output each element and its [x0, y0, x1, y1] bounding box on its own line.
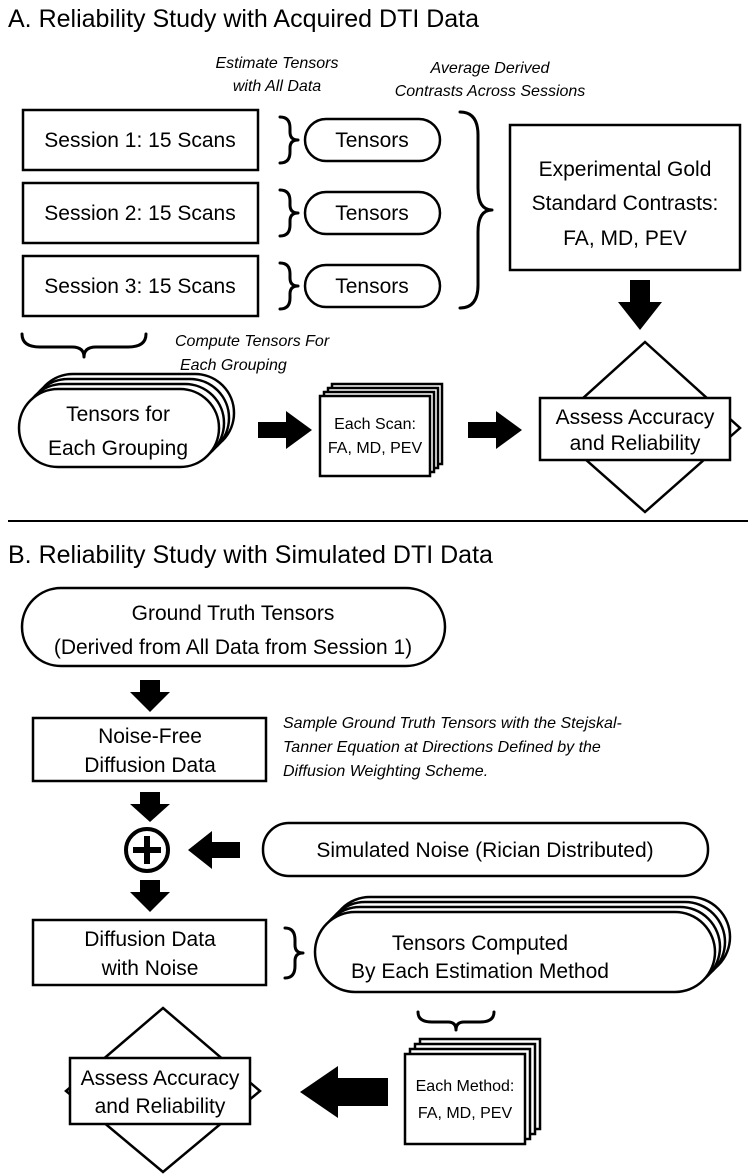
tensors-computed-line-2: By Each Estimation Method [351, 960, 609, 983]
brace-session-3 [278, 261, 300, 311]
assess-a-line-1: Assess Accuracy [556, 406, 715, 429]
brace-average [458, 110, 494, 310]
session-box-3: Session 3: 15 Scans [21, 254, 260, 318]
session-2-label: Session 2: 15 Scans [44, 202, 235, 225]
arrow-truth-to-noisefree [130, 680, 170, 712]
assess-b-line-2: and Reliability [95, 1095, 226, 1118]
tensors-grouping-line-1: Tensors for [66, 403, 170, 426]
arrow-method-to-assess [300, 1066, 388, 1118]
note-sample-line-1: Sample Ground Truth Tensors with the Ste… [283, 715, 622, 732]
arrow-sum-to-diffusion [130, 880, 170, 912]
session-box-2: Session 2: 15 Scans [21, 181, 260, 245]
tensors-grouping-line-2: Each Grouping [48, 437, 188, 460]
ground-truth-pill: Ground Truth Tensors (Derived from All D… [20, 586, 447, 668]
arrow-gold-to-assess [618, 280, 662, 330]
tensors-pill-2: Tensors [303, 190, 442, 236]
note-compute-line-1: Compute Tensors For [175, 333, 330, 350]
brace-session-2 [278, 188, 300, 238]
tensors-grouping-stack: Tensors for Each Grouping [17, 372, 236, 469]
assess-diamond-b: Assess Accuracy and Reliability [64, 1006, 262, 1174]
simulated-noise-label: Simulated Noise (Rician Distributed) [316, 839, 653, 862]
gold-standard-line-3: FA, MD, PEV [563, 227, 687, 250]
tensors-pill-3: Tensors [303, 263, 442, 309]
tensors-computed-stack: Tensors Computed By Each Estimation Meth… [313, 895, 732, 994]
brace-diffusion [283, 926, 305, 980]
note-average-line-2: Contrasts Across Sessions [395, 83, 586, 100]
session-1-label: Session 1: 15 Scans [44, 129, 235, 152]
note-sample-line-3: Diffusion Weighting Scheme. [283, 763, 488, 780]
arrow-scan-to-assess [468, 411, 522, 449]
tensors-label-2: Tensors [335, 202, 409, 225]
each-scan-line-2: FA, MD, PEV [328, 440, 423, 457]
each-scan-line-1: Each Scan: [334, 416, 416, 433]
tensors-label-3: Tensors [335, 275, 409, 298]
note-compute-line-2: Each Grouping [180, 357, 287, 374]
tensors-label-1: Tensors [335, 129, 409, 152]
session-box-1: Session 1: 15 Scans [21, 108, 260, 172]
sum-plus-icon [124, 827, 170, 873]
tensors-pill-1: Tensors [303, 117, 442, 163]
brace-session-1 [278, 115, 300, 165]
arrow-grouping-to-scan [258, 411, 312, 449]
brace-methods [416, 1010, 496, 1032]
note-estimate-line-1: Estimate Tensors [215, 55, 338, 72]
noise-free-line-1: Noise-Free [98, 725, 202, 748]
simulated-noise-pill: Simulated Noise (Rician Distributed) [261, 821, 710, 878]
assess-diamond-a: Assess Accuracy and Reliability [538, 340, 742, 514]
noise-free-line-2: Diffusion Data [84, 754, 216, 777]
each-method-stack: Each Method: FA, MD, PEV [403, 1037, 542, 1146]
assess-b-line-1: Assess Accuracy [81, 1067, 240, 1090]
tensors-computed-line-1: Tensors Computed [392, 932, 568, 955]
gold-standard-line-2: Standard Contrasts: [532, 192, 719, 215]
gold-standard-line-1: Experimental Gold [539, 158, 712, 181]
arrow-noisefree-to-sum [130, 792, 170, 822]
gold-standard-box: Experimental Gold Standard Contrasts: FA… [508, 123, 742, 272]
assess-a-line-2: and Reliability [570, 432, 701, 455]
section-b-title: B. Reliability Study with Simulated DTI … [8, 541, 493, 569]
diffusion-noise-line-2: with Noise [101, 957, 199, 980]
ground-truth-line-2: (Derived from All Data from Session 1) [54, 636, 412, 659]
brace-grouping [20, 332, 148, 359]
diffusion-noise-box: Diffusion Data with Noise [31, 918, 268, 987]
section-a-title: A. Reliability Study with Acquired DTI D… [8, 5, 479, 33]
note-average-line-1: Average Derived [430, 60, 551, 77]
each-method-line-2: FA, MD, PEV [418, 1105, 513, 1122]
note-estimate-line-2: with All Data [233, 78, 321, 95]
noise-free-box: Noise-Free Diffusion Data [31, 716, 268, 783]
each-method-line-1: Each Method: [416, 1078, 515, 1095]
ground-truth-line-1: Ground Truth Tensors [132, 602, 335, 625]
session-3-label: Session 3: 15 Scans [44, 275, 235, 298]
note-sample-line-2: Tanner Equation at Directions Defined by… [283, 739, 601, 756]
arrow-noise-to-sum [188, 831, 240, 869]
each-scan-stack: Each Scan: FA, MD, PEV [318, 382, 444, 478]
diffusion-noise-line-1: Diffusion Data [84, 928, 216, 951]
